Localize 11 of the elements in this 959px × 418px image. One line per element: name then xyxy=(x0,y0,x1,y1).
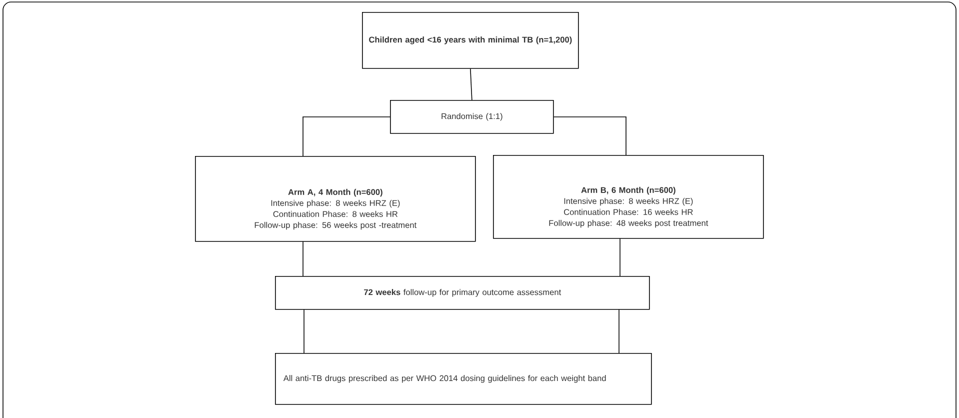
connector-line xyxy=(302,241,304,276)
note-box: All anti-TB drugs prescribed as per WHO 2014 dosing guidelines for each weight band xyxy=(275,353,652,405)
connector-line xyxy=(553,116,626,156)
connector-line xyxy=(302,116,390,156)
process-box: 72 weeks follow-up for primary outcome assessment xyxy=(275,276,650,310)
arm-box: Arm B, 6 Month (n=600) Intensive phase: 8 weeks HRZ (E) Continuation Phase: 16 weeks HR Follow-up phase: 48 weeks post treatment xyxy=(493,155,764,239)
start-box: Children aged <16 years with minimal TB (n=1,200) xyxy=(362,12,579,69)
process-box: Randomise (1:1) xyxy=(390,100,554,134)
connector-line xyxy=(470,68,472,100)
connector-line xyxy=(618,309,620,354)
arm-box: Arm A, 4 Month (n=600) Intensive phase: 8 weeks HRZ (E) Continuation Phase: 8 weeks HR Follow-up phase: 56 weeks post -treatment xyxy=(195,156,476,242)
